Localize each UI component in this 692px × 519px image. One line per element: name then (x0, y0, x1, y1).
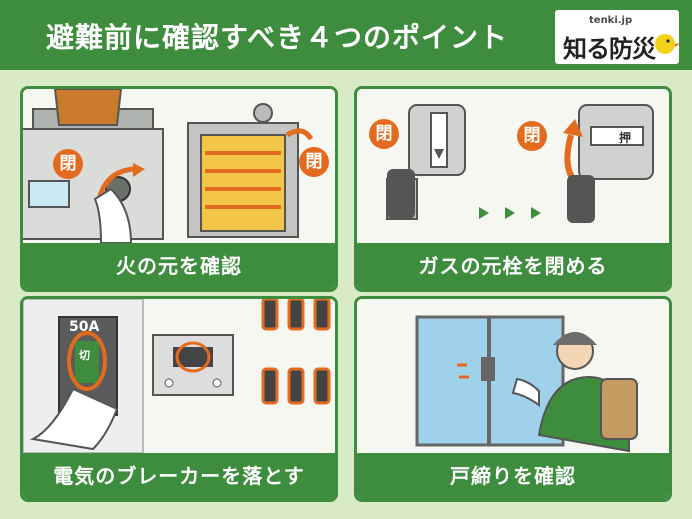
pot-icon (53, 89, 123, 126)
card-illustration: 閉 閉 押 (357, 89, 669, 243)
breaker-switch-label: 切 (79, 349, 90, 362)
breaker-amperage: 50A (69, 319, 100, 335)
card-illustration: 閉 閉 (23, 89, 335, 243)
page-title: 避難前に確認すべき４つのポイント (46, 21, 509, 54)
header: 避難前に確認すべき４つのポイント tenki.jp 知る防災 (0, 0, 692, 70)
card-label: 電気のブレーカーを落とす (23, 453, 335, 499)
close-tag-1: 閉 (53, 149, 83, 179)
card-illustration: 50A 切 (23, 299, 335, 453)
window-icon (415, 315, 565, 447)
stove-knob-icon (93, 163, 145, 243)
card-label: 火の元を確認 (23, 243, 335, 289)
logo-name: 知る防災 (563, 35, 656, 63)
card-fire-check: 閉 閉 火の元を確認 (20, 86, 338, 292)
close-tag-2: 閉 (517, 121, 547, 151)
card-label: 戸締りを確認 (357, 453, 669, 499)
logo-site: tenki.jp (589, 15, 633, 26)
card-label: ガスの元栓を閉める (357, 243, 669, 289)
heater-icon (187, 103, 314, 238)
gas-meter-icon (563, 104, 654, 223)
close-tag-2: 閉 (299, 147, 329, 177)
breaker-panel-icon (152, 334, 234, 396)
stove-icon (23, 108, 164, 240)
breaker-icon (23, 299, 144, 453)
logo: tenki.jp 知る防災 (555, 10, 679, 64)
breaker-row-icon (261, 299, 331, 405)
close-tag-1: 閉 (369, 119, 399, 149)
card-lock-check: 戸締りを確認 (354, 296, 672, 502)
arrow-icon (479, 207, 541, 219)
gas-valve-icon (386, 104, 466, 220)
person-icon (511, 332, 638, 453)
meter-label: 押 (619, 131, 632, 145)
card-gas-valve: 閉 閉 押 ガスの元栓を閉める (354, 86, 672, 292)
card-illustration (357, 299, 669, 453)
card-breaker: 50A 切 電気のブレーカーを落とす (20, 296, 338, 502)
bird-icon (655, 34, 679, 54)
